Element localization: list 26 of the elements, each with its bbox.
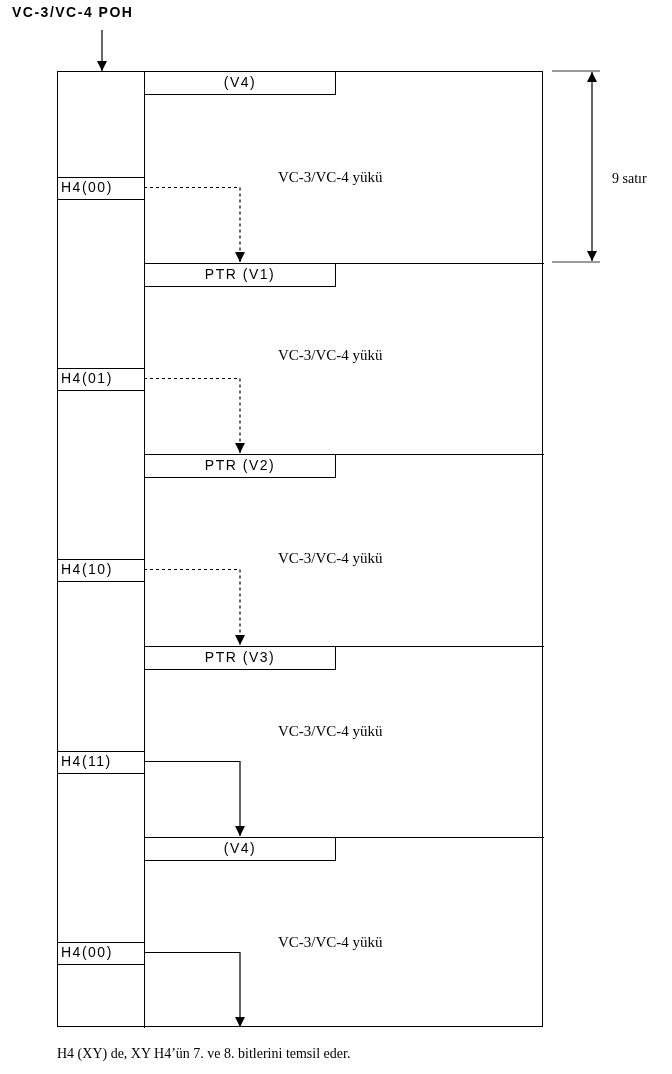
h4-byte-box: H4(00) [58,177,145,200]
dimension-label: 9 satır [612,171,647,187]
payload-text: VC-3/VC-4 yükü [278,723,383,740]
pointer-box: (V4) [145,72,336,95]
h4-byte-box: H4(11) [58,751,145,774]
poh-label: VC-3/VC-4 POH [12,4,202,24]
h4-byte-box: H4(10) [58,559,145,582]
pointer-box: PTR (V1) [145,264,336,287]
arrow [143,951,245,1028]
arrow [143,186,245,263]
caption: H4 (XY) de, XY H4’ün 7. ve 8. bitlerini temsil eder. [57,1046,351,1062]
arrow [143,760,245,837]
payload-text: VC-3/VC-4 yükü [278,347,383,364]
h4-byte-box: H4(01) [58,368,145,391]
pointer-box: (V4) [145,838,336,861]
pointer-box: PTR (V3) [145,647,336,670]
h4-byte-box: H4(00) [58,942,145,965]
arrow [97,29,107,72]
frame-box [57,71,543,1027]
arrow [143,568,245,646]
overhead-column [58,72,145,1028]
payload-text: VC-3/VC-4 yükü [278,550,383,567]
pointer-box: PTR (V2) [145,455,336,478]
payload-text: VC-3/VC-4 yükü [278,169,383,186]
arrow [143,377,245,454]
payload-text: VC-3/VC-4 yükü [278,934,383,951]
